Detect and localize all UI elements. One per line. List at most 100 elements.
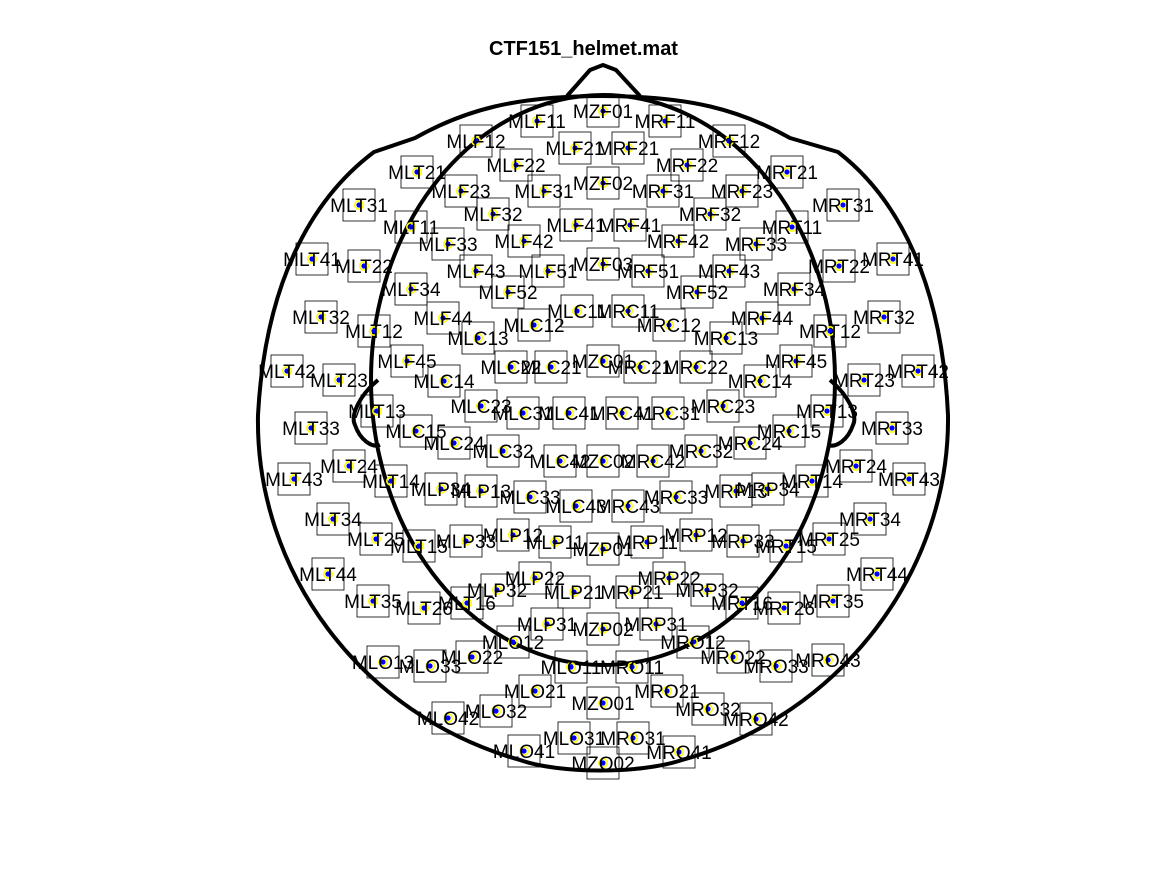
sensor-dot: [726, 138, 732, 144]
sensor-dot: [824, 408, 830, 414]
sensor-label: MRF22: [656, 156, 718, 177]
figure-title: CTF151_helmet.mat: [489, 38, 678, 60]
sensor-box: [359, 522, 393, 556]
sensor-label: MLT41: [283, 250, 341, 271]
sensor-label: MRF42: [647, 232, 709, 253]
sensor-box: [543, 444, 577, 478]
sensor-label: MRF43: [698, 262, 760, 283]
sensor-dot: [458, 188, 464, 194]
sensor-dot: [421, 605, 427, 611]
sensor-ring: [460, 535, 471, 546]
sensor-label: MLF22: [486, 156, 545, 177]
sensor-dot: [827, 328, 833, 334]
sensor-box: [374, 464, 408, 498]
sensor-label: MLF52: [478, 283, 537, 304]
sensor-dot: [645, 268, 651, 274]
sensor-ring: [475, 485, 486, 496]
sensor-box: [518, 561, 552, 595]
sensor-label: MRT24: [825, 457, 887, 478]
sensor-mrc31: MRC31: [636, 396, 700, 430]
sensor-dot: [825, 657, 831, 663]
sensor-mrc22: MRC22: [664, 350, 728, 384]
sensor-mrt12: MRT12: [799, 314, 861, 348]
sensor-label: MLC41: [538, 404, 599, 425]
sensor-label: MLO22: [441, 648, 503, 669]
sensor-label: MLF41: [546, 216, 605, 237]
sensor-label: MLP33: [436, 532, 496, 553]
sensor-dot: [445, 715, 451, 721]
sensor-dot: [690, 639, 696, 645]
sensor-dot: [520, 410, 526, 416]
sensor-ring: [410, 425, 421, 436]
sensor-box: [611, 294, 645, 328]
sensor-ring: [491, 584, 502, 595]
sensor-ring: [306, 254, 317, 265]
sensor-mrt24: MRT24: [825, 449, 887, 483]
sensor-ring: [756, 312, 767, 323]
sensor-label: MRT23: [833, 371, 895, 392]
sensor-label: MRO42: [723, 710, 788, 731]
sensor-label: MRT42: [887, 362, 949, 383]
sensor-box: [712, 254, 746, 288]
sensor-mlp22: MLP22: [505, 561, 565, 595]
sensor-box: [659, 480, 693, 514]
sensor-label: MLP13: [451, 482, 511, 503]
sensor-box: [424, 472, 458, 506]
sensor-box: [316, 502, 350, 536]
sensor-dot: [637, 364, 643, 370]
sensor-dot: [451, 440, 457, 446]
sensor-dot: [826, 536, 832, 542]
sensor-dot: [508, 364, 514, 370]
sensor-box: [767, 591, 801, 625]
sensor-ring: [541, 618, 552, 629]
sensor-mrf52: MRF52: [666, 275, 728, 309]
sensor-label: MLF32: [463, 205, 522, 226]
sensor-box: [559, 208, 593, 242]
sensor-dot: [840, 202, 846, 208]
sensor-dot: [673, 494, 679, 500]
sensor-box: [496, 625, 530, 659]
sensor-dot: [874, 571, 880, 577]
sensor-mrt25: MRT25: [798, 522, 860, 556]
sensor-box: [586, 344, 620, 378]
sensor-dot: [574, 308, 580, 314]
sensor-mrt22: MRT22: [808, 249, 870, 283]
sensor-mrf43: MRF43: [698, 254, 760, 288]
sensor-box: [623, 350, 657, 384]
sensor-dot: [740, 538, 746, 544]
sensor-ring: [411, 167, 422, 178]
sensor-box: [611, 131, 645, 165]
sensor-ring: [690, 529, 701, 540]
sensor-mrc13: MRC13: [694, 321, 758, 355]
sensor-box: [613, 208, 647, 242]
sensor-label: MLF23: [431, 182, 490, 203]
sensor-box: [518, 674, 552, 708]
sensor-label: MLF34: [381, 280, 441, 301]
sensor-mlt15: MLT15: [390, 529, 448, 563]
sensor-ring: [750, 239, 761, 250]
sensor-box: [531, 254, 565, 288]
sensor-mlo41: MLO41: [493, 734, 555, 768]
sensor-mlc23: MLC23: [450, 389, 512, 423]
sensor-label: MRP33: [711, 532, 774, 553]
sensor-box: [875, 411, 909, 445]
sensor-label: MRT11: [762, 218, 823, 239]
sensor-ring: [524, 491, 535, 502]
sensor-ring: [455, 186, 466, 197]
sensor-box: [360, 394, 394, 428]
sensor-label: MLF43: [446, 262, 505, 283]
sensor-ring: [385, 475, 396, 486]
sensor-dot: [473, 268, 479, 274]
sensor-box: [270, 354, 304, 388]
sensor-box: [476, 197, 510, 231]
sensor-label: MRC42: [621, 452, 685, 473]
sensor-label: MRT43: [878, 470, 940, 491]
sensor-mlf51: MLF51: [518, 254, 578, 288]
sensor-label: MLC22: [480, 358, 541, 379]
head-shape: [255, 94, 951, 773]
sensor-box: [839, 449, 873, 483]
sensor-ring: [858, 374, 869, 385]
sensor-box: [811, 643, 845, 677]
sensor-ring: [461, 597, 472, 608]
